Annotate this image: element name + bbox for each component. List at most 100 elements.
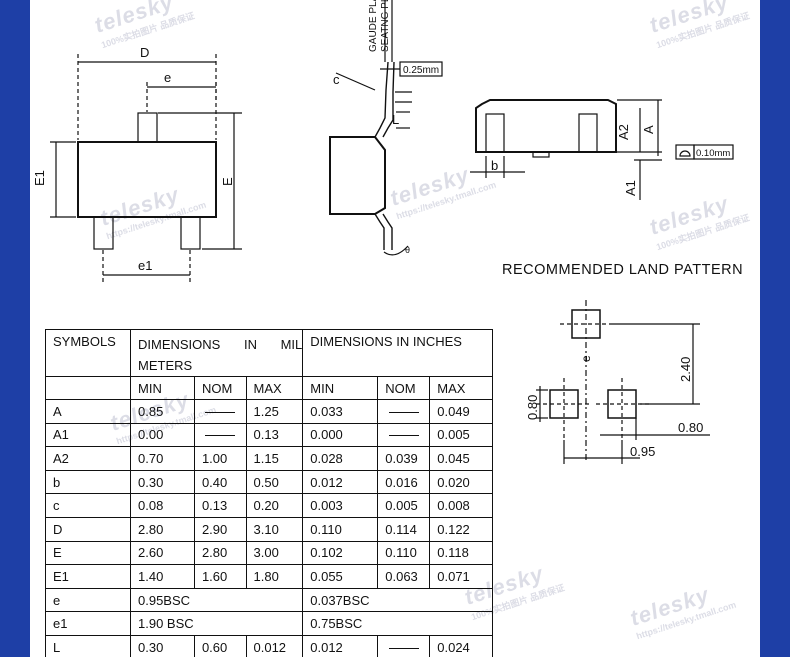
cell-nom: 2.80 — [193, 540, 247, 566]
cell-imax: 0.005 — [429, 422, 494, 448]
cell-min: 1.40 — [130, 564, 195, 589]
dim-label-E1: E1 — [32, 170, 47, 186]
dash-line — [205, 411, 236, 413]
dim-label-A2: A2 — [616, 124, 631, 140]
cell-imin: 0.028 — [302, 446, 379, 471]
cell-imin: 0.012 — [302, 469, 379, 495]
cell-inom: 0.016 — [377, 469, 431, 495]
right-blue-border — [760, 0, 790, 657]
cell-max: 1.80 — [245, 564, 304, 589]
cell-imax: 0.071 — [429, 564, 494, 589]
dim-label-e: e — [164, 70, 171, 85]
cell-min: 2.60 — [130, 540, 195, 566]
top-view: D e E1 E e1 — [32, 45, 242, 282]
flatness-label: 0.10mm — [696, 148, 730, 159]
subheader-inom: NOM — [377, 376, 431, 400]
gauge-label: 0.25mm — [403, 65, 439, 76]
cell-max: 0.20 — [245, 493, 304, 518]
cell-imax: 0.122 — [429, 516, 494, 542]
cell-inom: 0.039 — [377, 446, 431, 471]
left-blue-border — [0, 0, 30, 657]
cell-nom: 1.00 — [193, 446, 247, 471]
land-pad-h-label: 0.80 — [525, 395, 540, 420]
dash-line — [388, 647, 419, 649]
land-pitch-h-label: 0.95 — [630, 444, 655, 459]
cell-nom: 2.90 — [193, 516, 247, 542]
cell-inom: 0.063 — [377, 564, 431, 589]
subheader-imax: MAX — [429, 376, 494, 400]
subheader-nom: NOM — [193, 376, 247, 400]
dim-label-e1: e1 — [138, 258, 152, 273]
cell-min: 0.70 — [130, 446, 195, 471]
empty-dash-cell — [377, 422, 431, 448]
cell-max: 0.50 — [245, 469, 304, 495]
cell-imin: 0.055 — [302, 564, 379, 589]
cell-imax: 0.045 — [429, 446, 494, 471]
empty-dash-cell — [193, 399, 247, 424]
cell-max: 0.012 — [245, 634, 304, 657]
cell-inch: 0.037BSC — [302, 587, 494, 613]
cell-nom: 1.60 — [193, 564, 247, 589]
empty-dash-cell — [193, 422, 247, 448]
dash-line — [388, 435, 419, 437]
dim-label-b: b — [491, 158, 498, 173]
land-pattern-drawing: 2.40 0.80 0.80 0.95 e — [525, 300, 710, 464]
cell-sym: c — [45, 493, 131, 518]
cell-min: 0.08 — [130, 493, 195, 518]
cell-imax: 0.024 — [429, 634, 494, 657]
front-view: A2 A 0.10mm A1 b — [470, 99, 734, 200]
side-view: GAUDE PLANE SEATNG PLANE 0.25mm c L θ — [329, 0, 443, 256]
cell-max: 0.13 — [245, 422, 304, 448]
cell-max: 1.15 — [245, 446, 304, 471]
cell-min: 0.30 — [130, 469, 195, 495]
cell-max: 3.00 — [245, 540, 304, 566]
cell-imax: 0.008 — [429, 493, 494, 518]
cell-nom: 0.40 — [193, 469, 247, 495]
subheader-min: MIN — [130, 376, 195, 400]
dim-label-D: D — [140, 45, 149, 60]
cell-min: 0.85 — [130, 399, 195, 424]
cell-imin: 0.012 — [302, 634, 379, 657]
cell-sym: A — [45, 399, 131, 424]
cell-inch: 0.75BSC — [302, 611, 494, 636]
cell-imax: 0.020 — [429, 469, 494, 495]
cell-max: 3.10 — [245, 516, 304, 542]
package-drawing: D e E1 E e1 — [32, 0, 734, 282]
cell-inom: 0.114 — [377, 516, 431, 542]
cell-sym: D — [45, 516, 131, 542]
cell-sym: e1 — [45, 611, 131, 636]
dim-label-L: L — [392, 112, 399, 127]
cell-imin: 0.003 — [302, 493, 379, 518]
cell-imin: 0.102 — [302, 540, 379, 566]
dim-label-A1: A1 — [623, 180, 638, 196]
cell-inom: 0.110 — [377, 540, 431, 566]
subheader-imin: MIN — [302, 376, 379, 400]
header-symbols: SYMBOLS — [45, 329, 131, 377]
cell-min: 2.80 — [130, 516, 195, 542]
cell-imax: 0.049 — [429, 399, 494, 424]
cell-sym: e — [45, 587, 131, 613]
header-inches: DIMENSIONS IN INCHES — [302, 329, 494, 377]
cell-min: 0.00 — [130, 422, 195, 448]
cell-sym: A1 — [45, 422, 131, 448]
angle-label: θ — [405, 245, 410, 255]
empty-dash-cell — [377, 399, 431, 424]
land-pad-w-label: 0.80 — [678, 420, 703, 435]
